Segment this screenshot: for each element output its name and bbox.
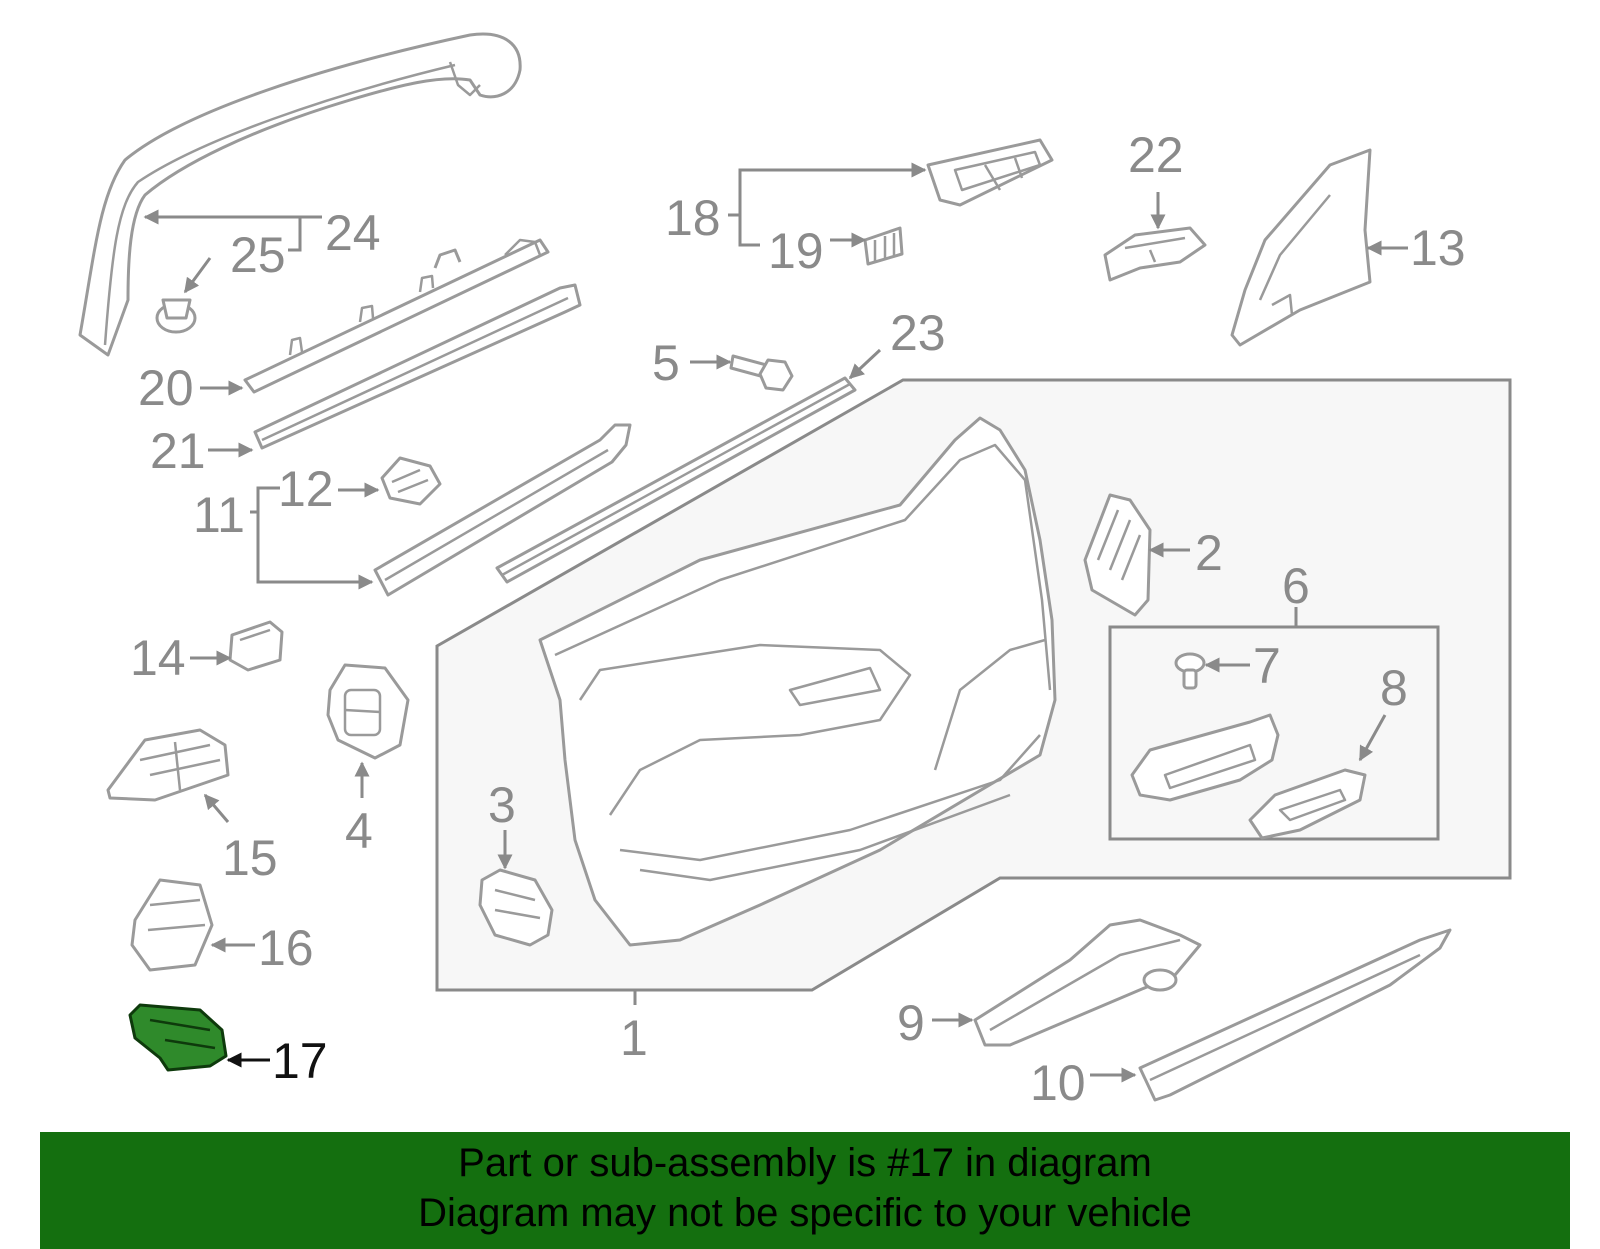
part-15-master-switch[interactable] [106, 728, 230, 802]
callout-21: 21 [150, 423, 206, 479]
callout-14: 14 [130, 630, 186, 686]
part-13-pillar-trim[interactable] [1230, 148, 1372, 347]
leader-lines [143, 162, 1408, 1083]
callout-22: 22 [1128, 127, 1184, 183]
callout-8: 8 [1380, 660, 1408, 716]
part-12-clip[interactable] [380, 456, 442, 506]
callout-24: 24 [325, 205, 381, 261]
callout-19: 19 [768, 223, 824, 279]
callout-15: 15 [222, 830, 278, 886]
part-7-screw[interactable] [1174, 652, 1206, 690]
part-4-handle-mechanism[interactable] [326, 663, 410, 760]
part-6-handle-bezel[interactable] [1130, 713, 1280, 802]
part-1-door-panel[interactable] [538, 416, 1057, 947]
part-8-inner-handle[interactable] [1248, 768, 1367, 840]
part-16-switch[interactable] [130, 878, 214, 972]
part-17-module[interactable] [128, 1003, 228, 1072]
part-18-switch-panel[interactable] [926, 138, 1054, 207]
part-20-trim-strip[interactable] [243, 238, 550, 394]
callout-16: 16 [258, 920, 314, 976]
part-10-lower-strip[interactable] [1138, 928, 1452, 1102]
callout-17[interactable]: 17 [272, 1033, 328, 1089]
callout-13: 13 [1410, 220, 1466, 276]
callout-6: 6 [1282, 558, 1310, 614]
callout-2: 2 [1195, 525, 1223, 581]
part-19-connector[interactable] [863, 226, 904, 266]
callout-18: 18 [665, 190, 721, 246]
callout-11: 11 [193, 487, 245, 543]
callout-5: 5 [652, 335, 680, 391]
part-14-switch[interactable] [228, 620, 284, 672]
part-3-bracket[interactable] [478, 868, 554, 947]
part-5-bolt[interactable] [729, 354, 794, 392]
part-23-door-strip[interactable] [495, 376, 857, 584]
callout-10: 10 [1030, 1055, 1086, 1111]
part-24-frame-garnish[interactable] [78, 32, 522, 357]
banner-line-1: Part or sub-assembly is #17 in diagram [458, 1141, 1152, 1185]
callout-3: 3 [488, 777, 516, 833]
callout-4: 4 [345, 803, 373, 859]
callout-1: 1 [620, 1010, 648, 1066]
part-9-armrest[interactable] [973, 918, 1202, 1047]
part-25-clip[interactable] [155, 298, 197, 334]
part-22-bracket[interactable] [1103, 226, 1207, 282]
callout-25: 25 [230, 227, 286, 283]
part-11-strip[interactable] [373, 423, 632, 597]
part-2-bracket[interactable] [1083, 493, 1152, 617]
banner-line-2: Diagram may not be specific to your vehi… [418, 1191, 1192, 1235]
info-banner: Part or sub-assembly is #17 in diagram D… [40, 1132, 1570, 1249]
callout-23: 23 [890, 305, 946, 361]
callout-numbers: 1 2 3 4 5 6 7 8 9 10 11 12 13 14 15 16 1… [130, 127, 1466, 1111]
callout-12: 12 [278, 461, 334, 517]
callout-7: 7 [1253, 638, 1281, 694]
part-21-belt-molding[interactable] [253, 283, 582, 450]
callout-9: 9 [897, 995, 925, 1051]
callout-20: 20 [138, 360, 194, 416]
